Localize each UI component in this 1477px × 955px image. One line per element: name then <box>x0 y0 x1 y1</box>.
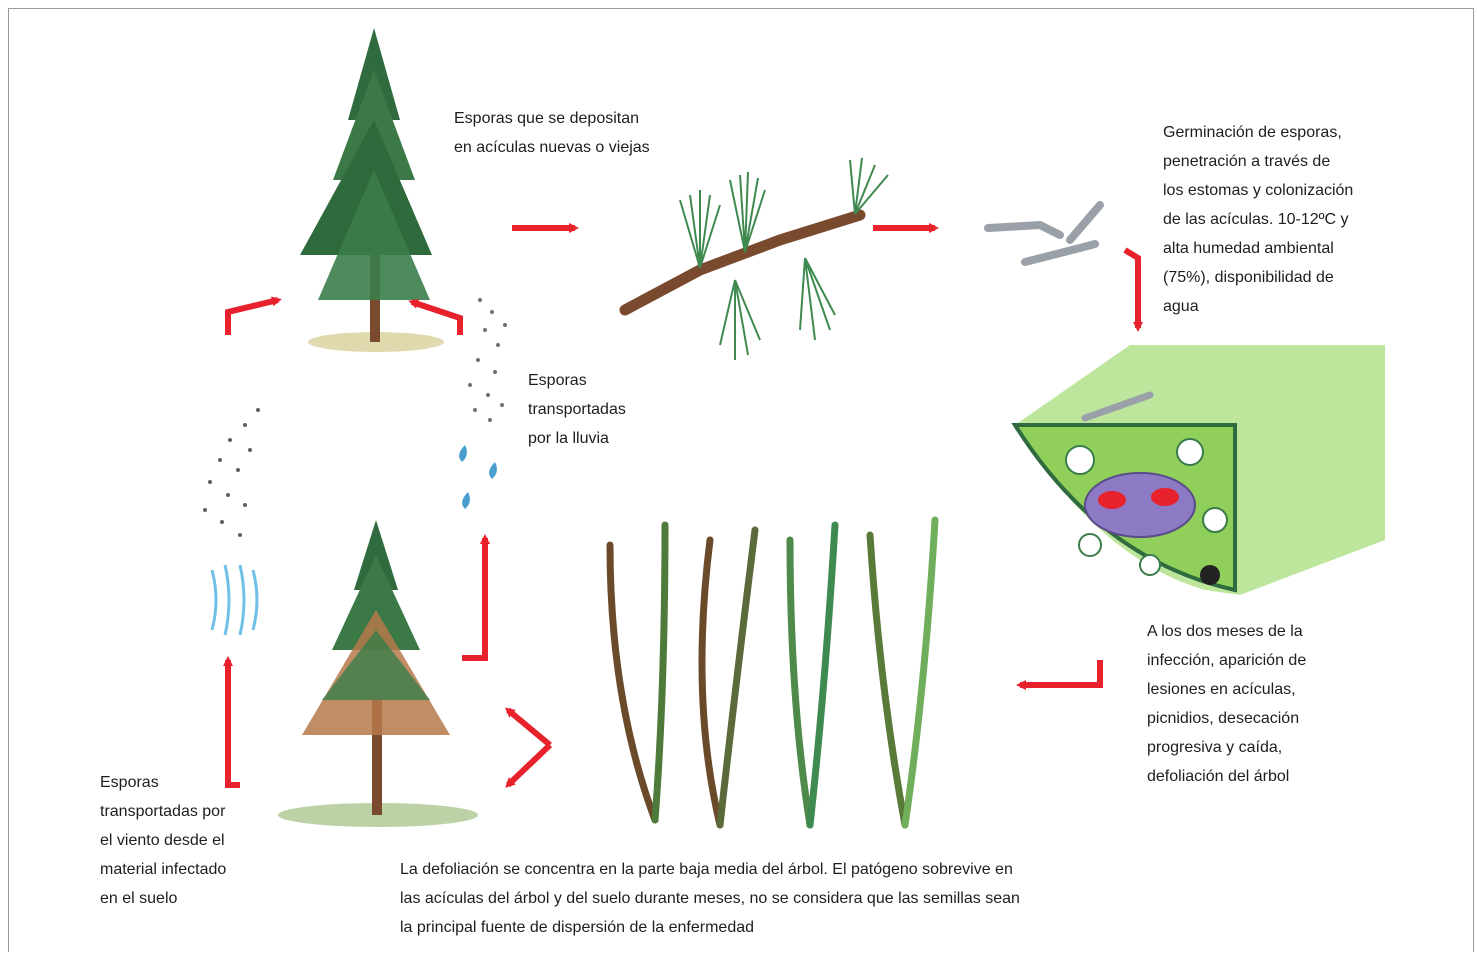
arrow-rain-to-tree <box>412 302 460 335</box>
wind-spores-dots <box>203 408 260 537</box>
caption-line-3: la principal fuente de dispersión de la … <box>400 913 1020 942</box>
arrow-needles-to-tree-up <box>508 710 550 745</box>
arrow-needles-to-tree-down <box>508 745 550 785</box>
rain-spores-dots <box>468 298 507 422</box>
pine-branch-illustration <box>625 158 888 360</box>
germination-line-5: alta humedad ambiental <box>1163 234 1353 263</box>
infection-line-4: picnidios, desecación <box>1147 704 1306 733</box>
wind-label: Esporas transportadas por el viento desd… <box>100 768 226 913</box>
rain-line-1: Esporas <box>528 366 626 395</box>
wind-line-3: el viento desde el <box>100 826 226 855</box>
caption-line-2: las acículas del árbol y del suelo duran… <box>400 884 1020 913</box>
infection-line-1: A los dos meses de la <box>1147 617 1306 646</box>
infection-line-3: lesiones en acículas, <box>1147 675 1306 704</box>
wind-line-2: transportadas por <box>100 797 226 826</box>
deposit-label: Esporas que se depositan en acículas nue… <box>454 104 650 162</box>
infection-label: A los dos meses de la infección, aparici… <box>1147 617 1306 791</box>
infection-line-6: defoliación del árbol <box>1147 762 1306 791</box>
wind-line-4: material infectado <box>100 855 226 884</box>
deposit-line-2: en acículas nuevas o viejas <box>454 133 650 162</box>
infected-needles-illustration <box>610 520 935 825</box>
caption-line-1: La defoliación se concentra en la parte … <box>400 855 1020 884</box>
wind-line-5: en el suelo <box>100 884 226 913</box>
germination-line-4: de las acículas. 10-12ºC y <box>1163 205 1353 234</box>
arrow-spores-to-section <box>1125 250 1138 328</box>
infected-tree-illustration <box>278 520 478 827</box>
needle-cross-section-illustration <box>1015 345 1385 595</box>
germination-line-3: los estomas y colonización <box>1163 176 1353 205</box>
infection-line-5: progresiva y caída, <box>1147 733 1306 762</box>
germination-line-1: Germinación de esporas, <box>1163 118 1353 147</box>
infection-line-2: infección, aparición de <box>1147 646 1306 675</box>
caption-text: La defoliación se concentra en la parte … <box>400 855 1020 942</box>
rain-label: Esporas transportadas por la lluvia <box>528 366 626 453</box>
rain-drops <box>459 445 497 509</box>
germination-label: Germinación de esporas, penetración a tr… <box>1163 118 1353 321</box>
arrow-infected-to-wind <box>228 660 240 785</box>
germinating-spores-illustration <box>988 205 1100 262</box>
deposit-line-1: Esporas que se depositan <box>454 104 650 133</box>
wind-lines <box>212 565 257 635</box>
germination-line-6: (75%), disponibilidad de <box>1163 263 1353 292</box>
arrow-section-to-needles <box>1020 660 1100 685</box>
germination-line-2: penetración a través de <box>1163 147 1353 176</box>
wind-line-1: Esporas <box>100 768 226 797</box>
germination-line-7: agua <box>1163 292 1353 321</box>
rain-line-3: por la lluvia <box>528 424 626 453</box>
arrow-infected-to-rain <box>462 538 485 658</box>
rain-line-2: transportadas <box>528 395 626 424</box>
arrow-wind-to-tree <box>228 300 278 335</box>
